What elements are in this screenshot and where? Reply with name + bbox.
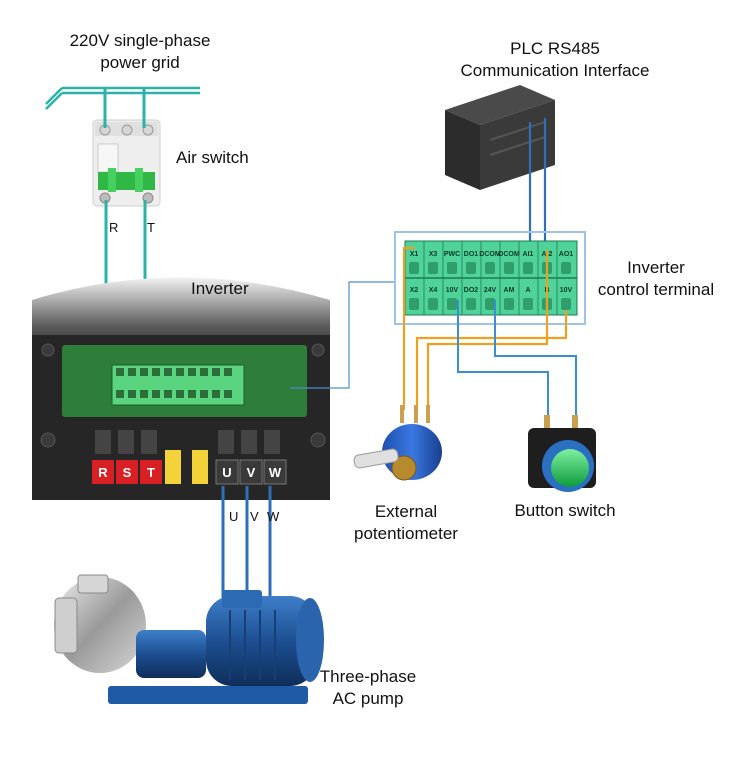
pump-label-line1: Three-phase <box>319 667 417 686</box>
potentiometer-label-line2: potentiometer <box>354 524 458 543</box>
grid-terminal-t-label: T <box>147 220 155 235</box>
power-grid-label: 220V single-phase power grid <box>55 30 225 74</box>
plc-label-line1: PLC RS485 <box>510 39 600 58</box>
potentiometer-label: External potentiometer <box>338 501 474 545</box>
motor-output-wires <box>221 486 272 600</box>
terminal-x4: X4 <box>429 287 438 294</box>
inverter-image <box>32 277 330 500</box>
terminal-pwc: PWC <box>444 251 460 258</box>
control-terminal-label-line2: control terminal <box>597 280 715 299</box>
grid-terminal-r-label: R <box>109 220 119 235</box>
plc-image <box>445 85 555 190</box>
terminal-am: AM <box>504 287 515 294</box>
control-terminal-label-line1: Inverter <box>627 258 685 277</box>
plc-label-line2: Communication Interface <box>460 61 650 80</box>
terminal-u-label: U <box>222 465 231 480</box>
terminal-do2: DO2 <box>464 287 479 294</box>
terminal-24v: 24V <box>484 287 497 294</box>
terminal-x2: X2 <box>410 287 419 294</box>
terminal-do1: DO1 <box>464 251 479 258</box>
terminal-r-label: R <box>98 465 108 480</box>
terminal-10v-b: 10V <box>560 287 573 294</box>
air-switch-label: Air switch <box>176 148 249 167</box>
plc-label: PLC RS485 Communication Interface <box>440 38 670 82</box>
pump-label: Three-phase AC pump <box>300 666 436 710</box>
output-terminal-v-label: V <box>250 509 259 524</box>
button-switch-label: Button switch <box>514 501 616 520</box>
terminal-w-label: W <box>269 465 282 480</box>
terminal-a: A <box>525 287 530 294</box>
air-switch-image <box>92 119 161 207</box>
control-terminal-block: X1 X3 PWC DO1 DCOM DCOM AI1 AI2 AO1 X2 X… <box>404 240 578 316</box>
terminal-s-label: S <box>123 465 132 480</box>
power-grid-lines <box>45 86 200 110</box>
terminal-ai1: AI1 <box>523 251 534 258</box>
output-terminal-u-label: U <box>229 509 239 524</box>
pump-label-line2: AC pump <box>332 689 404 708</box>
terminal-10v-a: 10V <box>446 287 459 294</box>
inverter-power-terminals: R S T U V W <box>92 459 287 485</box>
output-terminal-w-label: W <box>267 509 280 524</box>
potentiometer-wires <box>402 246 568 410</box>
potentiometer-image <box>353 405 442 481</box>
inverter-label: Inverter <box>191 279 249 298</box>
terminal-dcom-1: DCOM <box>479 251 501 258</box>
terminal-x3: X3 <box>429 251 438 258</box>
control-terminal-frame <box>394 231 586 325</box>
terminal-v-label: V <box>247 465 256 480</box>
control-board-leader-line <box>290 281 395 389</box>
button-switch-wires <box>457 300 577 420</box>
terminal-dcom-2: DCOM <box>498 251 520 258</box>
terminal-t-label: T <box>147 465 155 480</box>
button-switch-image <box>528 415 596 492</box>
control-terminal-label: Inverter control terminal <box>588 257 724 301</box>
pump-image <box>54 574 324 704</box>
power-grid-label-line2: power grid <box>100 53 180 72</box>
terminal-x1: X1 <box>410 251 419 258</box>
potentiometer-label-line1: External <box>374 502 438 521</box>
terminal-ao1: AO1 <box>559 251 574 258</box>
power-grid-label-line1: 220V single-phase <box>69 31 211 50</box>
